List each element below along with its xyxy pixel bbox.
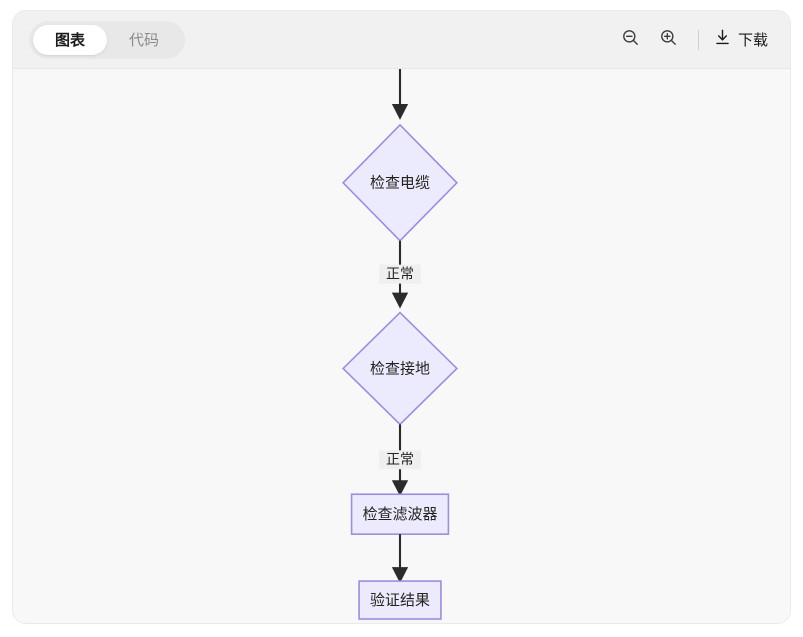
- tab-code-label: 代码: [129, 32, 160, 49]
- toolbar-header: 图表 代码: [13, 11, 790, 69]
- edge-label-n2-n3-bg: [379, 450, 421, 470]
- node-check-ground-label: 检查接地: [370, 360, 430, 377]
- view-tab-group: 图表 代码: [29, 20, 186, 59]
- download-icon: [713, 28, 732, 51]
- diagram-canvas[interactable]: 检查电缆 正常 检查接地 正常 检查滤波器 验证结果: [13, 69, 790, 623]
- edge-label-n2-n3: 正常: [386, 451, 414, 467]
- diagram-card: 图表 代码: [12, 10, 791, 624]
- tab-chart[interactable]: 图表: [33, 24, 108, 55]
- tab-code[interactable]: 代码: [107, 25, 181, 55]
- zoom-out-button[interactable]: [612, 21, 650, 59]
- edge-label-n1-n2-bg: [379, 264, 421, 284]
- tab-chart-label: 图表: [55, 32, 86, 49]
- zoom-in-icon: [659, 28, 678, 52]
- toolbar-divider: [697, 29, 699, 50]
- download-label: 下载: [737, 32, 768, 49]
- node-check-filter-label: 检查滤波器: [363, 506, 438, 523]
- toolbar-actions: 下载: [612, 21, 776, 59]
- edge-label-n1-n2: 正常: [386, 265, 414, 281]
- flowchart-svg: 检查电缆 正常 检查接地 正常 检查滤波器 验证结果: [341, 69, 459, 620]
- node-check-cable-label: 检查电缆: [370, 175, 430, 192]
- zoom-out-icon: [621, 28, 640, 52]
- node-check-filter-shape[interactable]: [350, 493, 450, 535]
- node-verify-result-label: 验证结果: [370, 592, 430, 609]
- zoom-in-button[interactable]: [650, 21, 688, 59]
- download-button[interactable]: 下载: [709, 23, 776, 57]
- node-verify-result-shape[interactable]: [358, 580, 442, 620]
